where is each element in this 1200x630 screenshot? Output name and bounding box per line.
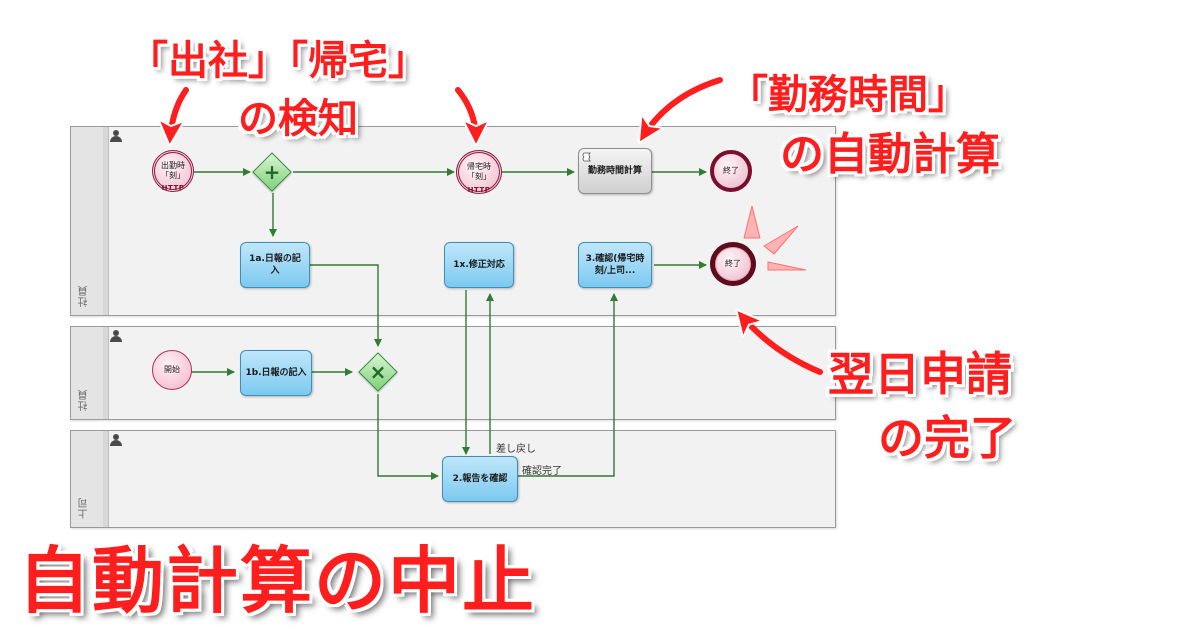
lane-header-strip (103, 127, 109, 315)
end-event-apply[interactable]: 終了 (710, 242, 756, 286)
callout-arrow-calc (642, 77, 723, 138)
callout-arrow-mid (455, 87, 476, 140)
lane-header-strip (103, 327, 109, 419)
http-badge: HTTP (161, 184, 185, 192)
event-label: 出勤時 「刻」 (161, 161, 185, 180)
callout-calc-line1: 「勤務時間」 (728, 72, 968, 118)
task-label: 1x.修正対応 (453, 260, 505, 270)
task-3[interactable]: 3.確認(帰宅時刻/上司... (578, 242, 652, 288)
task-label: 2.報告を確認 (452, 474, 508, 484)
lane-header-strip (103, 431, 109, 527)
task-1x[interactable]: 1x.修正対応 (444, 242, 514, 288)
callout-detect-line1: 「出社」「帰宅」 (128, 38, 428, 84)
http-badge: HTTP (467, 186, 491, 194)
lane-header: 社員 (71, 127, 104, 315)
user-icon (109, 329, 123, 343)
task-label: 1a.日報の記入 (249, 254, 301, 276)
callout-apply-line1: 翌日申請 (828, 347, 1012, 401)
flow-label-confirmed: 確認完了 (522, 466, 562, 477)
task-1b[interactable]: 1b.日報の記入 (240, 350, 312, 396)
start-http-event[interactable]: 出勤時 「刻」 HTTP (152, 150, 194, 192)
user-icon (109, 129, 123, 143)
plus-icon: + (263, 160, 281, 184)
callout-arrow-end (740, 314, 823, 375)
close-x-icon: × (369, 360, 387, 384)
event-label: 終了 (723, 166, 739, 175)
task-label: 1b.日報の記入 (245, 368, 307, 378)
task-2[interactable]: 2.報告を確認 (442, 456, 518, 502)
callout-arrow-start (170, 87, 189, 140)
user-icon (109, 433, 123, 447)
flow-join-to-2 (377, 394, 439, 480)
parallel-gateway-split[interactable]: + (252, 152, 292, 192)
start-event[interactable]: 開始 (152, 350, 192, 390)
swimlane-employee-middle: 社員 (70, 326, 836, 420)
script-task-calc[interactable]: 勤務時間計算 (578, 148, 652, 194)
flow-1a-to-join (310, 264, 382, 347)
event-label: 帰宅時 「刻」 (467, 162, 491, 181)
task-label: 3.確認(帰宅時刻/上司... (585, 254, 645, 276)
task-label: 勤務時間計算 (587, 166, 642, 176)
callout-detect-line2: の検知 (238, 96, 358, 142)
callout-calc-line2: の自動計算 (780, 129, 1000, 180)
event-label: 終了 (725, 259, 741, 268)
exclusive-gateway-join[interactable]: × (358, 352, 398, 392)
mid-http-event[interactable]: 帰宅時 「刻」 HTTP (456, 150, 502, 194)
callout-apply-line2: の完了 (878, 411, 1016, 465)
script-icon (582, 152, 591, 162)
task-1a[interactable]: 1a.日報の記入 (240, 242, 310, 288)
end-event-top[interactable]: 終了 (710, 150, 752, 192)
burst-marks (743, 205, 807, 271)
headline-title: 自動計算の中止 (18, 539, 537, 623)
event-label: 開始 (164, 365, 180, 374)
flow-2-to-3 (518, 293, 618, 477)
flow-label-remand: 差し戻し (496, 444, 536, 455)
